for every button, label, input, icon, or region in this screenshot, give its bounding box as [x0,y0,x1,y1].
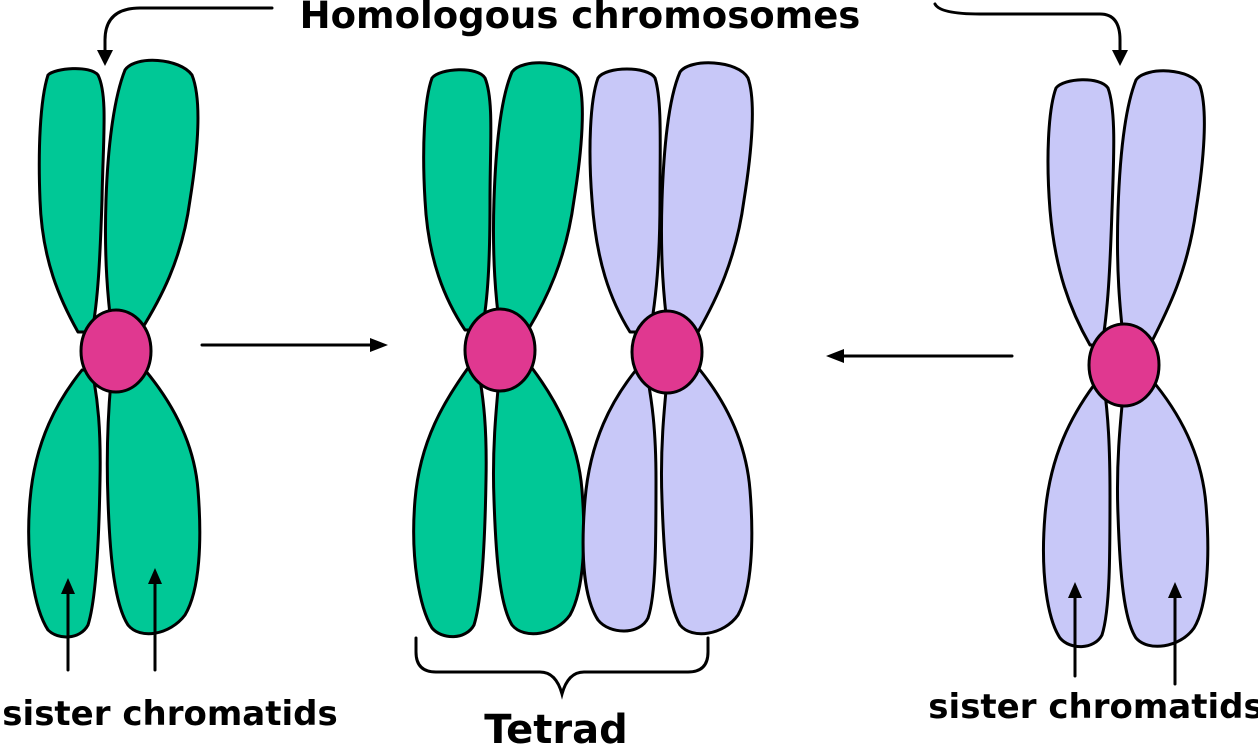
left-sister-arrow-2 [148,568,162,672]
right-sister-arrow-1 [1068,582,1082,678]
tetrad-lavender-chromatid-lower-right [659,368,754,636]
tetrad-brace [414,636,710,700]
tetrad-lavender-chromatid-upper-right [659,61,754,334]
sister-chromatids-label-right: sister chromatids [928,687,1258,727]
tetrad-lavender-chromatid-upper-left [588,67,662,334]
tetrad-green-chromatid-lower-right [491,366,586,636]
homologous-chromosomes-label: Homologous chromosomes [300,0,861,37]
left-centromere [79,308,153,394]
tetrad-lavender-chromosome [581,61,754,636]
right-chromatid-upper-left [1046,78,1116,347]
tetrad-green-chromatid-lower-left [412,366,488,639]
right-chromatid-lower-left [1042,383,1112,649]
left-chromatid-upper-right [103,58,200,334]
right-centromere [1087,322,1161,408]
left-sister-arrow-1 [61,578,75,672]
homologous-left-pointer [97,6,274,66]
tetrad-green-chromosome [412,61,586,639]
tetrad-lavender-chromatid-lower-left [581,368,658,633]
right-to-tetrad-arrow [826,349,1014,363]
left-chromatid-upper-left [37,67,106,334]
tetrad-green-chromatid-upper-right [491,61,584,332]
tetrad-green-chromatid-upper-left [422,68,493,332]
right-sister-arrow-2 [1168,582,1182,686]
sister-chromatids-label-left: sister chromatids [2,694,337,734]
left-chromosome [27,58,202,639]
right-chromatid-lower-right [1115,383,1210,648]
tetrad-lavender-centromere [630,309,704,395]
right-chromosome [1042,69,1210,649]
homologous-right-pointer [933,2,1128,66]
left-chromatid-lower-right [105,368,202,636]
right-chromatid-upper-right [1115,69,1206,347]
left-to-tetrad-arrow [200,338,388,352]
left-chromatid-lower-left [27,368,102,639]
tetrad-label: Tetrad [484,707,628,749]
tetrad-green-centromere [463,307,537,393]
